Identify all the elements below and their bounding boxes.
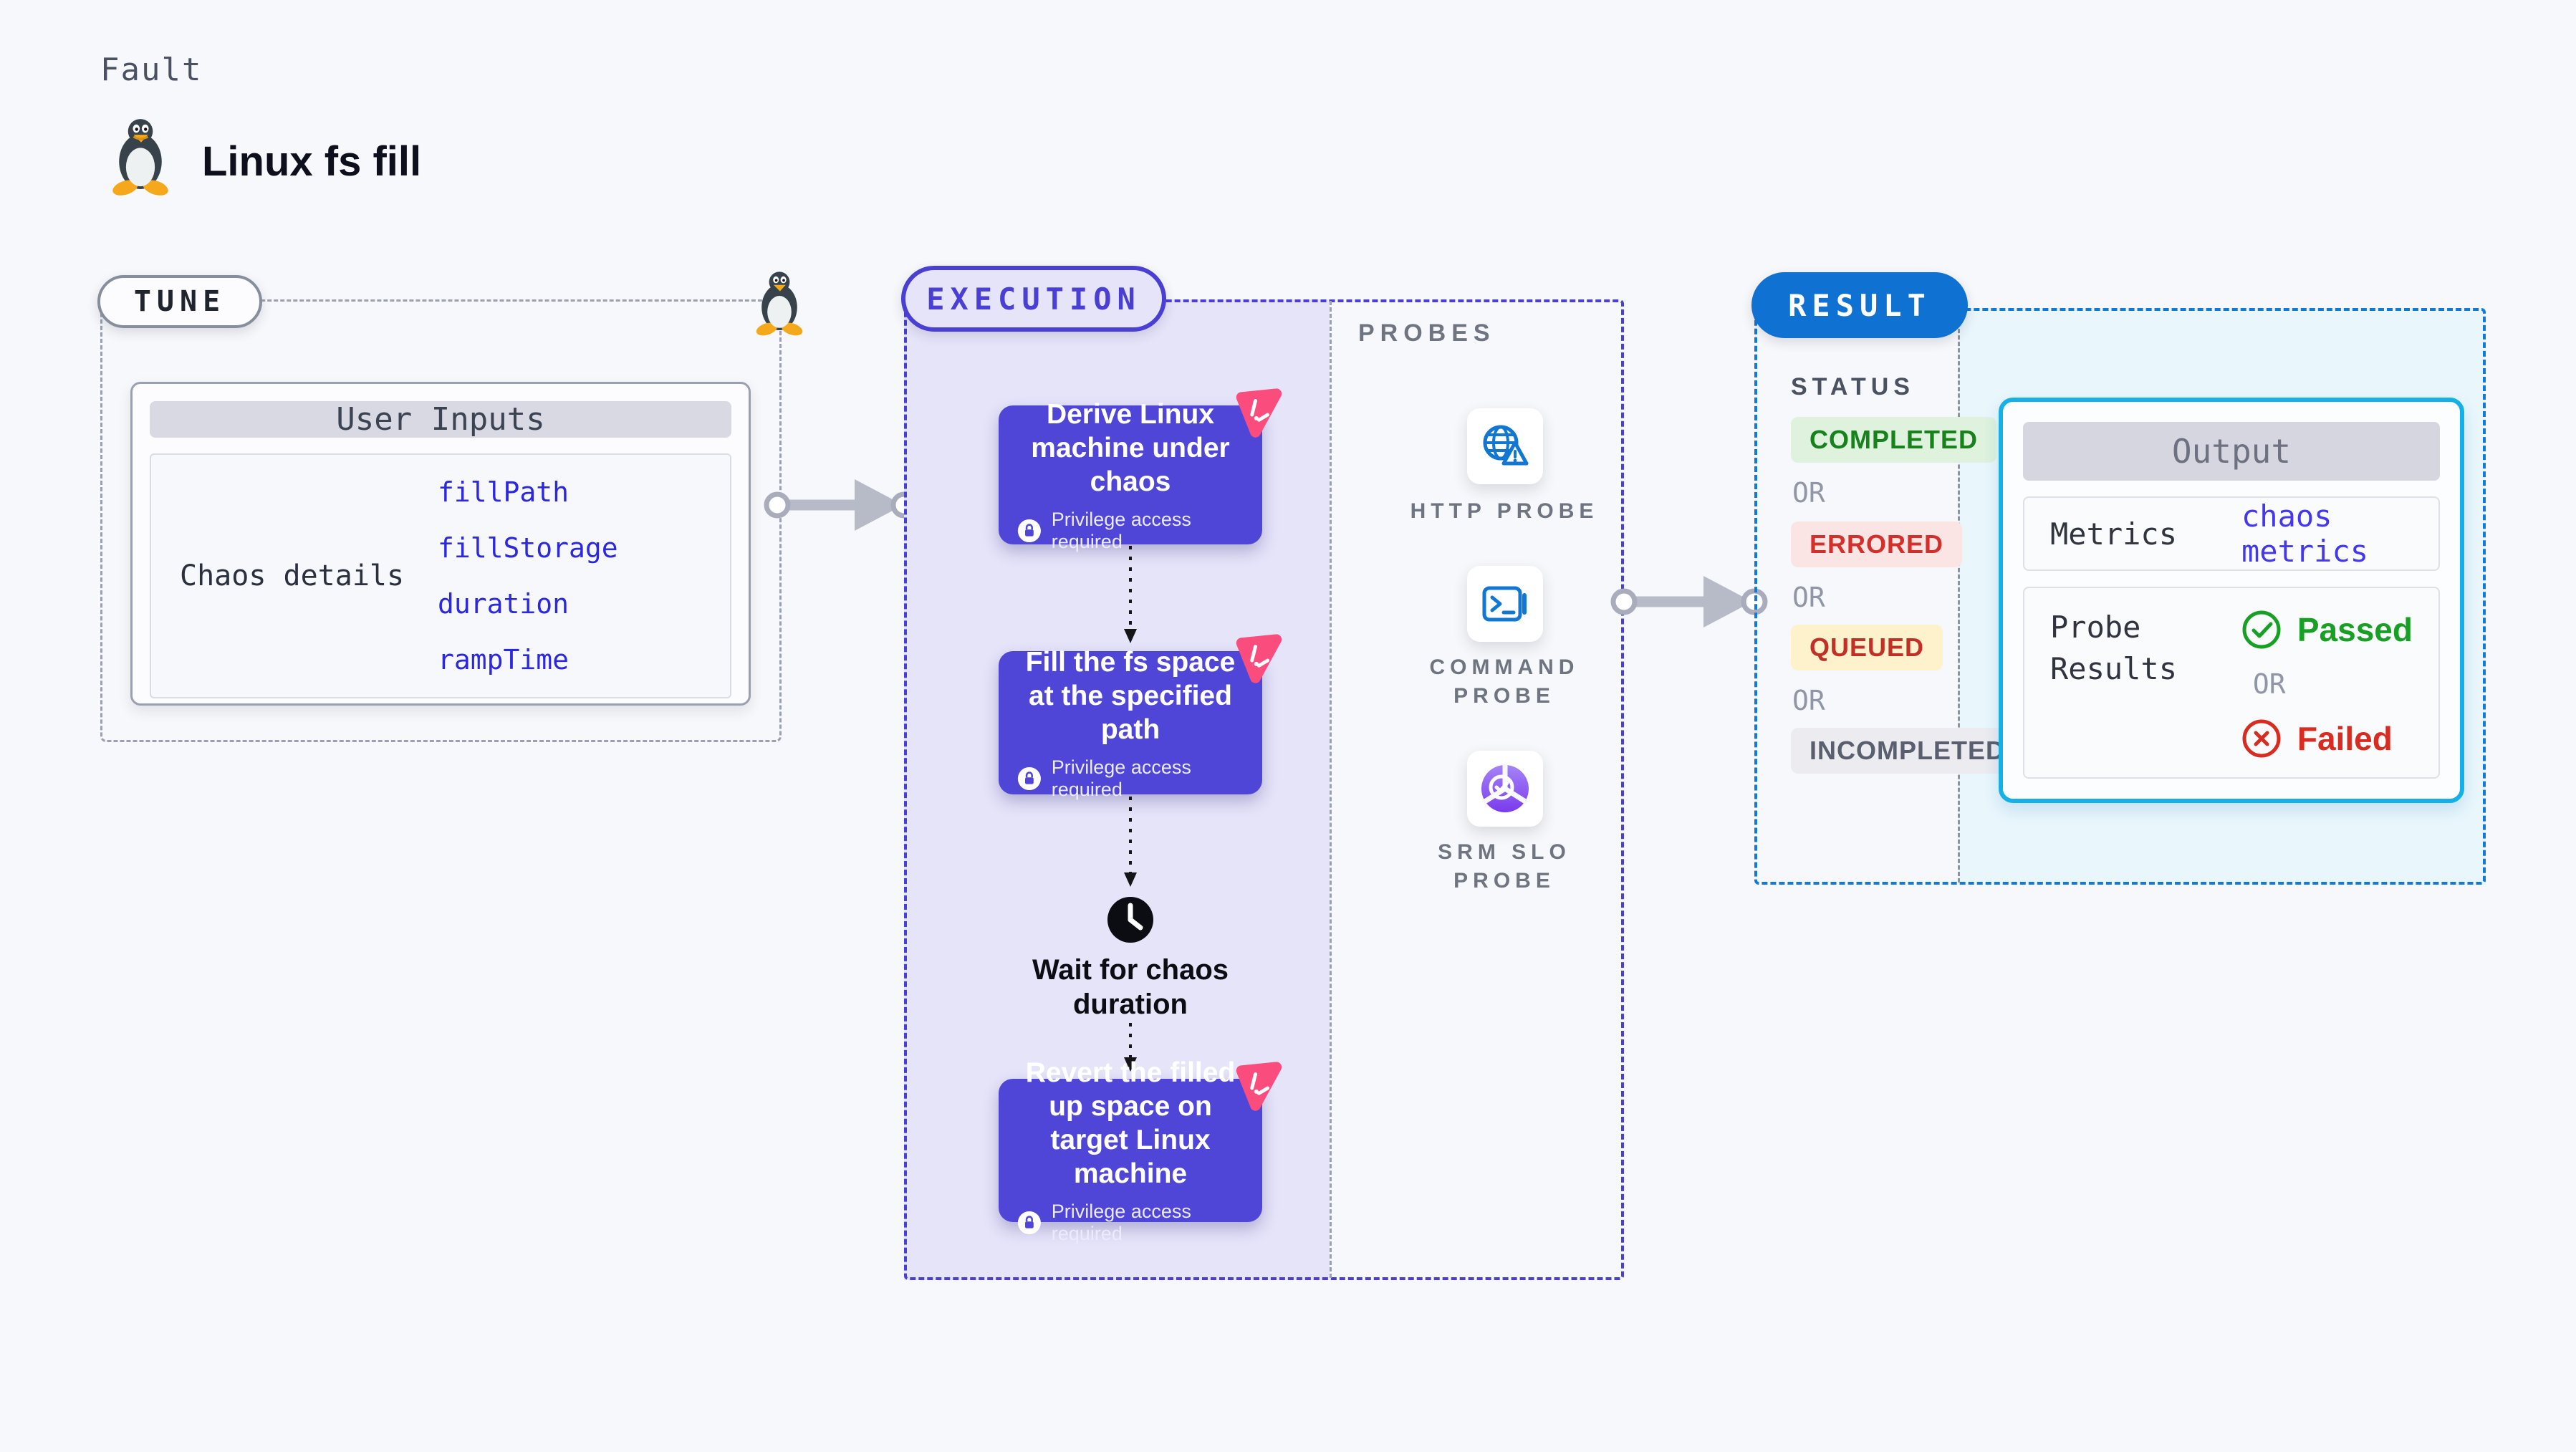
execution-pill-label: EXECUTION — [926, 281, 1141, 317]
status-heading: STATUS — [1791, 373, 1915, 400]
terminal-icon — [1482, 586, 1527, 622]
metrics-row: Metrics chaos metrics — [2023, 496, 2440, 571]
tux-penguin-icon — [112, 119, 168, 196]
input-link-ramptime[interactable]: rampTime — [438, 644, 569, 675]
flow-connector — [1124, 546, 1137, 643]
tux-penguin-small-icon — [756, 271, 803, 336]
failed-row: Failed — [2241, 718, 2413, 759]
user-input-links: fillPath fillStorage duration rampTime — [438, 476, 618, 675]
srm-slo-probe-label: SRM SLO PROBE — [1438, 840, 1571, 893]
step-title: Derive Linux machine under chaos — [1031, 398, 1230, 497]
user-inputs-card: User Inputs Chaos details fillPath fillS… — [130, 382, 751, 706]
or-separator: OR — [1792, 477, 1825, 509]
status-badge-queued: QUEUED — [1791, 625, 1943, 670]
input-link-fillpath[interactable]: fillPath — [438, 476, 569, 508]
srm-slo-probe-card — [1467, 751, 1543, 827]
probe-results-label: Probe Results — [2050, 610, 2178, 686]
check-circle-icon — [2242, 610, 2281, 649]
chaos-scribble-icon — [1236, 634, 1282, 683]
lock-icon — [1017, 519, 1041, 542]
step-card-derive: Derive Linux machine under chaos Privile… — [999, 399, 1262, 552]
execution-pill: EXECUTION — [901, 266, 1166, 332]
step-title: Fill the fs space at the specified path — [1025, 646, 1236, 745]
input-link-duration[interactable]: duration — [438, 588, 569, 620]
privilege-row: Privilege access required — [1017, 509, 1244, 553]
command-probe-label: COMMAND PROBE — [1429, 655, 1580, 708]
execution-section — [904, 299, 1624, 1280]
flow-connector — [1124, 1023, 1137, 1072]
user-inputs-body: Chaos details fillPath fillStorage durat… — [150, 453, 731, 698]
clock-icon — [1107, 897, 1153, 943]
http-probe-card — [1467, 408, 1543, 484]
lock-icon — [1017, 766, 1041, 790]
step-title: Revert the filled up space on target Lin… — [1025, 1057, 1236, 1189]
probe-results-values: Passed OR Failed — [2241, 607, 2413, 759]
probe-results-row: Probe Results Passed OR Failed — [2023, 587, 2440, 779]
page-title: Linux fs fill — [202, 138, 422, 185]
chaos-details-label: Chaos details — [180, 559, 405, 592]
chaos-scribble-icon — [1236, 388, 1282, 438]
x-circle-icon — [2242, 719, 2281, 758]
lock-icon — [1017, 1211, 1041, 1235]
execution-to-result-arrow — [1610, 576, 1768, 628]
probes-divider — [1330, 301, 1332, 1278]
slo-donut-check-icon — [1481, 764, 1529, 812]
wait-step-title: Wait for chaos duration — [1032, 954, 1229, 1020]
command-probe-card — [1467, 566, 1543, 642]
failed-label: Failed — [2297, 720, 2393, 757]
probes-heading: PROBES — [1358, 319, 1496, 347]
user-inputs-header: User Inputs — [150, 401, 731, 438]
result-divider — [1958, 309, 1960, 883]
privilege-note: Privilege access required — [1051, 756, 1191, 800]
tune-to-execution-arrow — [764, 479, 918, 531]
tune-pill: TUNE — [97, 275, 262, 328]
status-badge-errored: ERRORED — [1791, 521, 1963, 567]
fault-kicker: Fault — [100, 52, 203, 88]
metrics-label: Metrics — [2050, 516, 2178, 552]
chaos-metrics-link[interactable]: chaos metrics — [2241, 499, 2369, 569]
privilege-note: Privilege access required — [1051, 1201, 1191, 1244]
passed-label: Passed — [2297, 611, 2413, 648]
privilege-row: Privilege access required — [1017, 1201, 1244, 1245]
passed-row: Passed — [2241, 610, 2413, 650]
result-pill-label: RESULT — [1788, 287, 1931, 323]
chaos-scribble-icon — [1236, 1062, 1282, 1111]
step-card-fill: Fill the fs space at the specified path … — [999, 647, 1262, 800]
globe-alert-icon — [1483, 425, 1529, 466]
output-card: Output Metrics chaos metrics Probe Resul… — [1999, 398, 2464, 803]
privilege-row: Privilege access required — [1017, 756, 1244, 801]
result-pill: RESULT — [1751, 272, 1968, 338]
tune-pill-label: TUNE — [133, 285, 226, 318]
result-section — [1754, 308, 2486, 885]
input-link-fillstorage[interactable]: fillStorage — [438, 532, 618, 564]
status-badge-completed: COMPLETED — [1791, 417, 1997, 463]
or-separator: OR — [1792, 685, 1825, 716]
tune-section — [100, 299, 782, 742]
privilege-note: Privilege access required — [1051, 508, 1191, 552]
step-card-revert: Revert the filled up space on target Lin… — [999, 1057, 1262, 1244]
status-badge-incompleted: INCOMPLETED — [1791, 728, 2024, 774]
or-separator: OR — [1792, 582, 1825, 613]
or-separator: OR — [2252, 668, 2286, 700]
output-header: Output — [2023, 422, 2440, 481]
flow-connector — [1124, 797, 1137, 887]
http-probe-label: HTTP PROBE — [1410, 499, 1599, 523]
